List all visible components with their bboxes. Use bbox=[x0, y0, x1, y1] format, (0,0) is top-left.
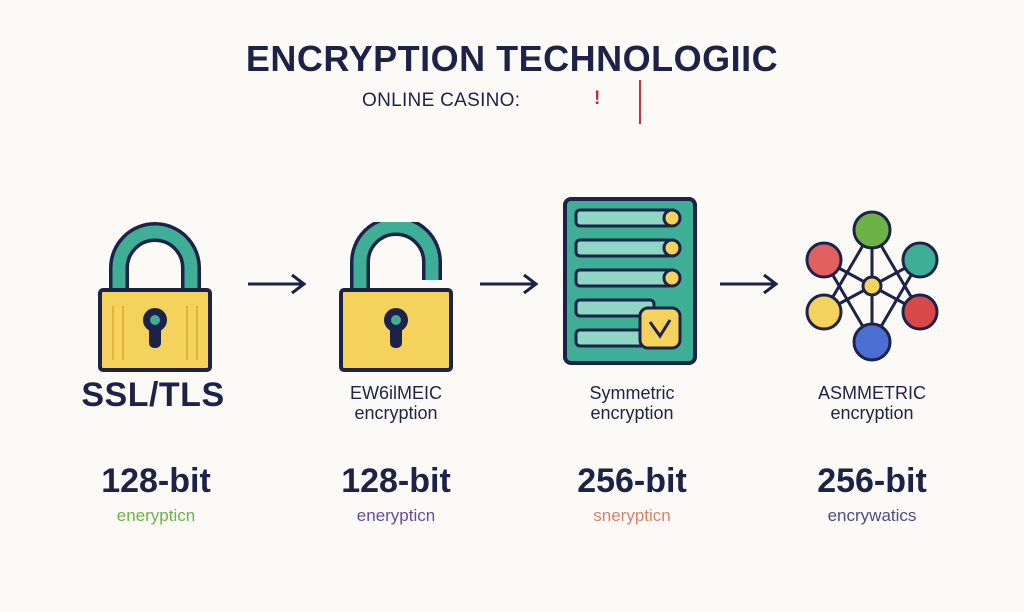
subtitle-mark: ! bbox=[594, 88, 601, 109]
step-label-line: Symmetric bbox=[589, 383, 675, 403]
step-label-2: EW6ilMEIC encryption bbox=[296, 383, 496, 423]
red-cursor-line bbox=[639, 80, 641, 124]
encryption-caption: encrywatics bbox=[827, 506, 917, 525]
step-label-line: encryption bbox=[830, 403, 914, 423]
server-icon bbox=[562, 196, 698, 368]
step-label-line: EW6ilMEIC bbox=[349, 383, 442, 403]
bit-strength: 128-bit bbox=[341, 462, 451, 500]
bit-strength: 128-bit bbox=[101, 462, 211, 500]
arrow-right-icon bbox=[718, 272, 782, 301]
page-title: ENCRYPTION TECHNOLOGIIC bbox=[245, 38, 779, 79]
step-label-line: encryption bbox=[354, 403, 438, 423]
step-label-ssl-tls: SSL/TLS bbox=[53, 376, 253, 415]
step-label-line: SSL/TLS bbox=[81, 376, 225, 414]
network-node-icon bbox=[800, 208, 944, 364]
encryption-caption: snerypticn bbox=[593, 506, 671, 525]
padlock-icon bbox=[97, 222, 213, 374]
arrow-right-icon bbox=[478, 272, 542, 301]
step-label-4: ASMMETRIC encryption bbox=[772, 383, 972, 423]
padlock-icon bbox=[338, 222, 454, 374]
bit-strength: 256-bit bbox=[577, 462, 687, 500]
encryption-caption: enerypticn bbox=[356, 506, 436, 525]
step-label-3: Symmetric encryption bbox=[532, 383, 732, 423]
arrow-right-icon bbox=[246, 272, 310, 301]
encryption-caption: enerypticn bbox=[116, 506, 196, 525]
step-label-line: ASMMETRIC bbox=[818, 383, 926, 403]
bit-strength: 256-bit bbox=[817, 462, 927, 500]
page-subtitle: ONLINE CASINO: bbox=[362, 90, 521, 111]
step-label-line: encryption bbox=[590, 403, 674, 423]
